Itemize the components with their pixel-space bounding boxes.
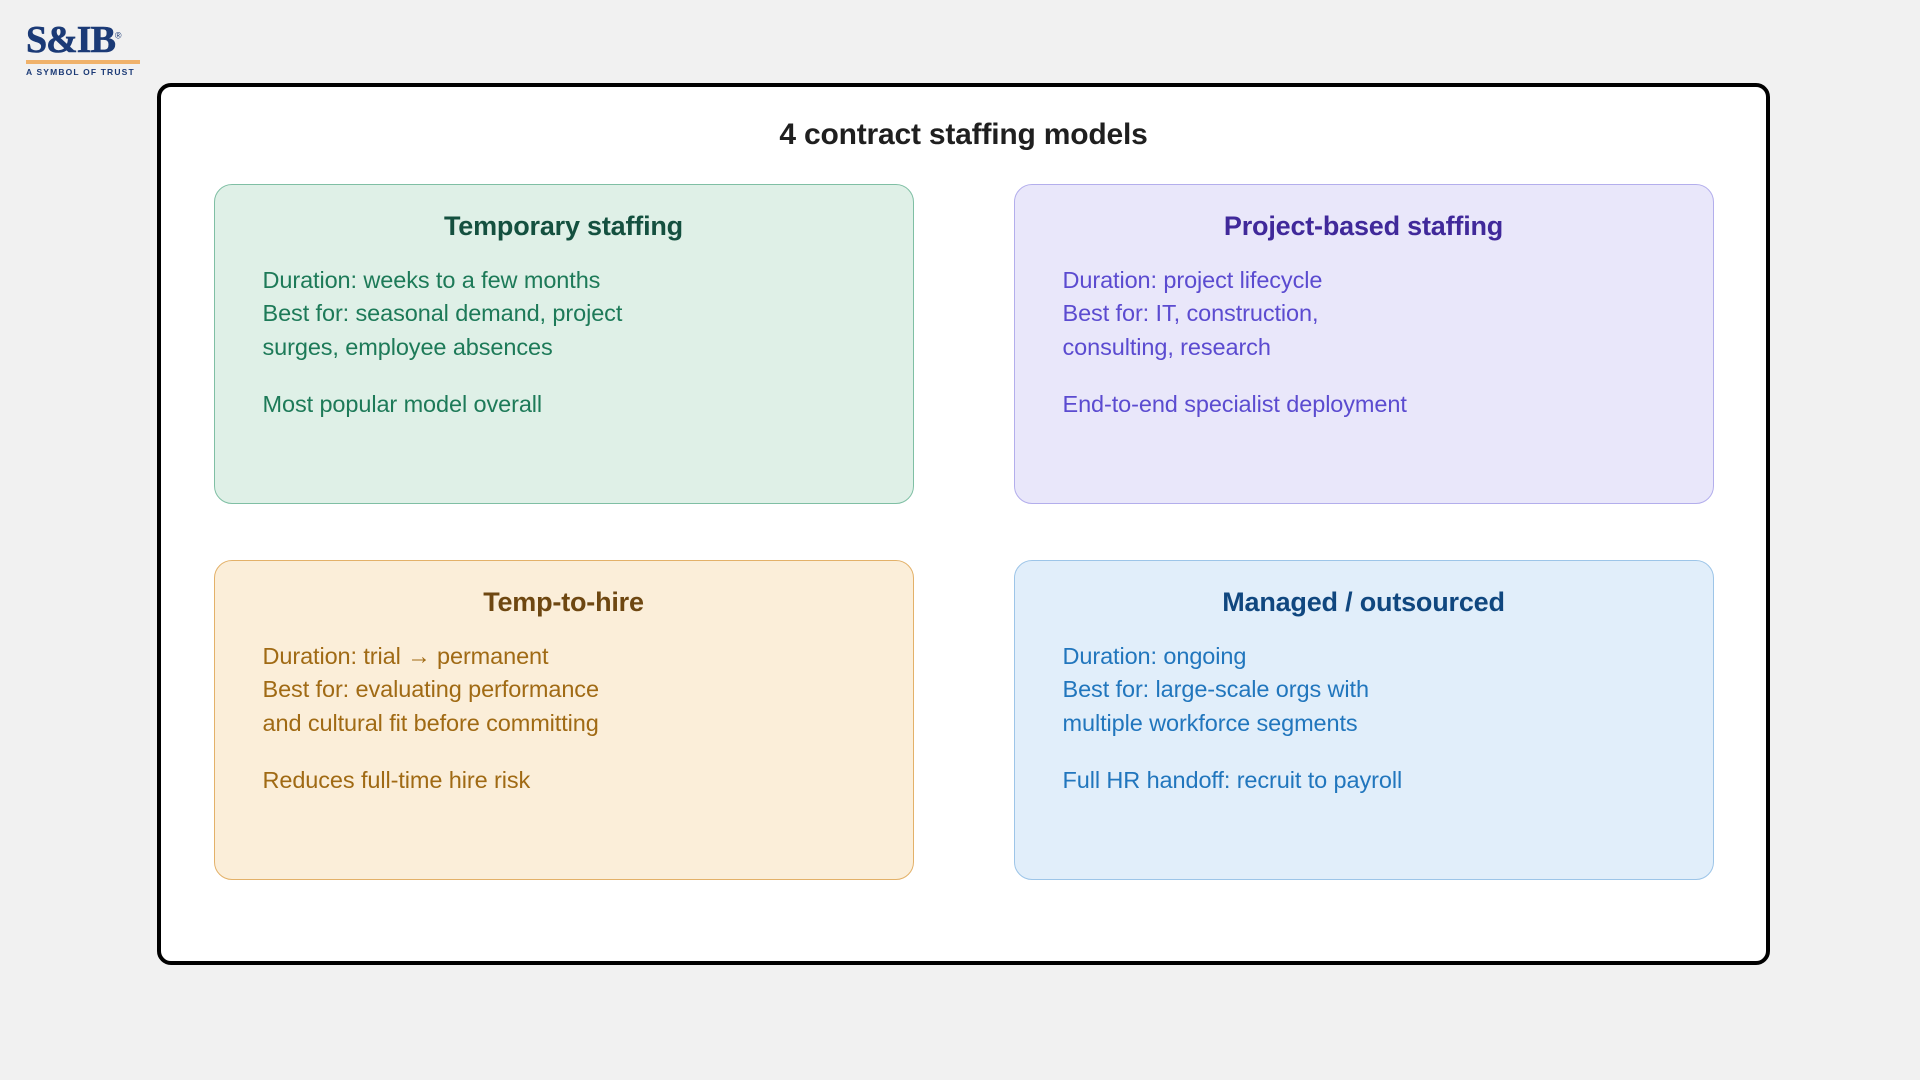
brand-logo: S&IB® A SYMBOL OF TRUST [26,19,144,78]
brand-wordmark: S&IB® [26,19,122,61]
content-panel: 4 contract staffing models Temporary sta… [157,83,1770,965]
card-title: Temp-to-hire [483,587,644,617]
card-duration-line: Duration: trial → permanent [262,643,549,669]
card-highlight-line: Full HR handoff: recruit to payroll [1062,767,1403,794]
brand-underline-divider [26,60,140,65]
card-duration-line: Duration: ongoing [1062,643,1247,669]
brand-tagline: A SYMBOL OF TRUST [26,67,135,78]
card-duration-line: Duration: weeks to a few months [262,267,601,293]
staffing-models-grid: Temporary staffing Duration: weeks to a … [161,184,1766,880]
card-temporary-staffing[interactable]: Temporary staffing Duration: weeks to a … [213,184,914,504]
card-bestfor-line-1: Best for: large-scale orgs with [1062,676,1370,703]
card-temp-to-hire[interactable]: Temp-to-hire Duration: trial → permanent… [213,560,914,880]
brand-name-text: S&IB [26,19,117,61]
card-bestfor-line-1: Best for: evaluating performance [262,676,600,703]
card-highlight-line: Reduces full-time hire risk [262,767,531,794]
card-bestfor-line-2: consulting, research [1062,333,1271,360]
card-highlight-line: Most popular model overall [262,391,543,418]
card-title: Project-based staffing [1223,211,1504,241]
card-bestfor-line-2: multiple workforce segments [1062,709,1358,736]
page-title: 4 contract staffing models [779,118,1148,151]
card-bestfor-line-1: Best for: IT, construction, [1062,300,1319,327]
card-bestfor-line-1: Best for: seasonal demand, project [262,300,623,327]
card-managed-outsourced[interactable]: Managed / outsourced Duration: ongoing B… [1013,560,1714,880]
registered-trademark-icon: ® [114,30,122,41]
card-bestfor-line-2: and cultural fit before committing [262,709,599,736]
card-title: Managed / outsourced [1222,587,1505,617]
card-bestfor-line-2: surges, employee absences [262,333,553,360]
card-duration-line: Duration: project lifecycle [1062,267,1323,293]
card-highlight-line: End-to-end specialist deployment [1062,391,1407,418]
card-project-based-staffing[interactable]: Project-based staffing Duration: project… [1013,184,1714,504]
card-title: Temporary staffing [444,211,683,241]
